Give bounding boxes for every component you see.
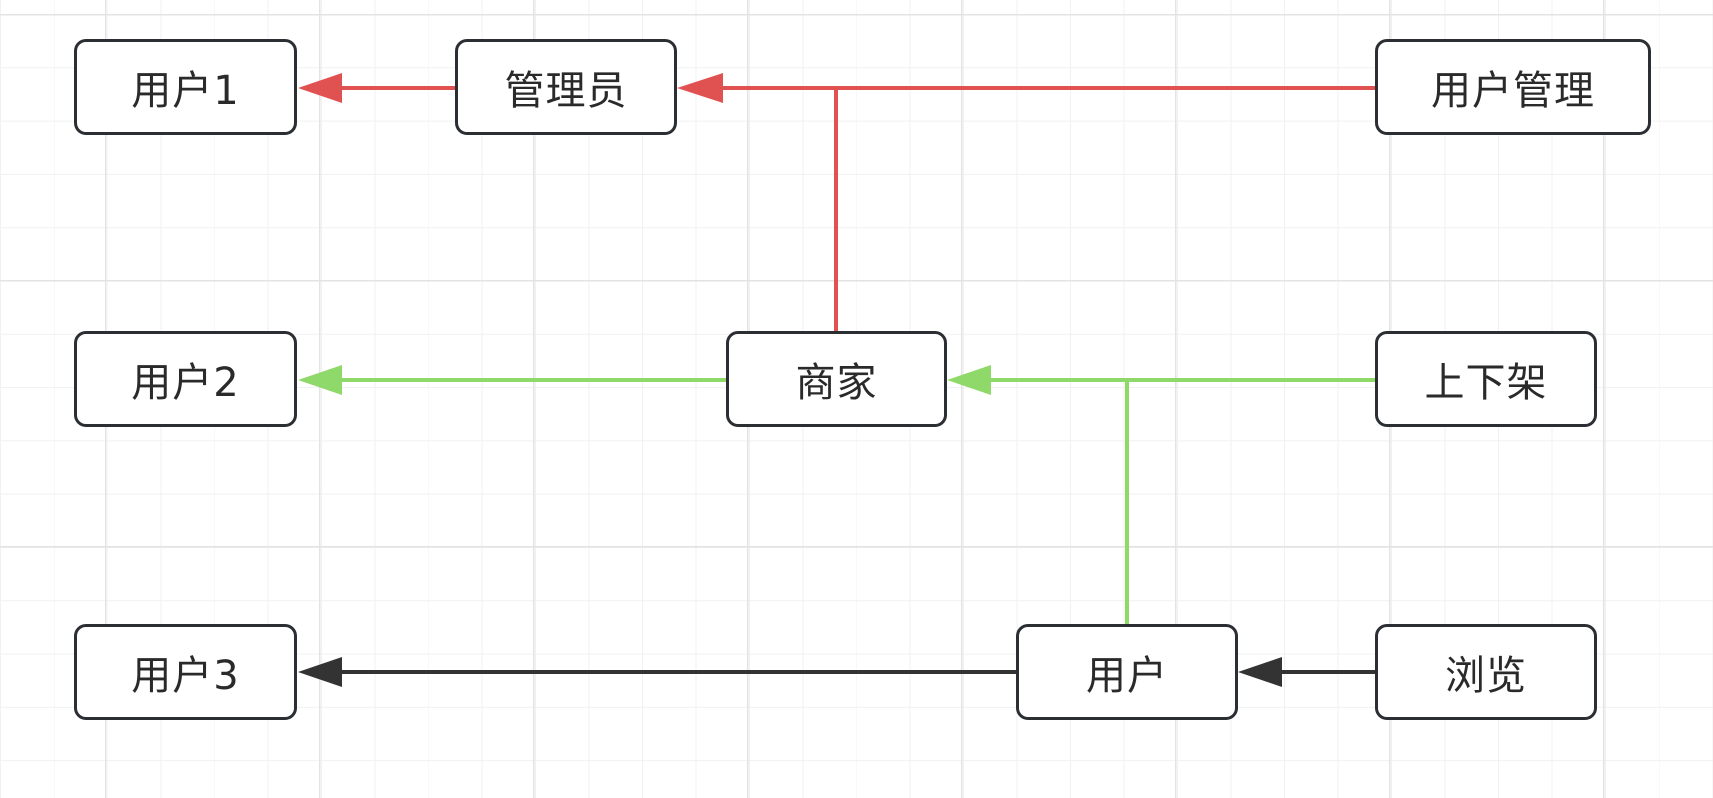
node-label: 用户2 [131, 360, 240, 406]
node-listing[interactable]: 上下架 [1375, 331, 1597, 427]
node-label: 商家 [795, 360, 878, 406]
node-label: 浏览 [1445, 653, 1527, 699]
arrowhead-admin [677, 73, 723, 103]
node-label: 管理员 [504, 68, 628, 114]
node-user-management[interactable]: 用户管理 [1375, 39, 1651, 135]
node-user3[interactable]: 用户3 [74, 624, 297, 720]
node-label: 用户3 [131, 653, 240, 699]
node-admin[interactable]: 管理员 [455, 39, 677, 135]
node-label: 用户管理 [1431, 68, 1595, 114]
arrowhead-user [1238, 657, 1282, 687]
node-user2[interactable]: 用户2 [74, 331, 297, 427]
arrowhead-user3 [298, 657, 342, 687]
arrowhead-user1 [298, 73, 342, 103]
node-merchant[interactable]: 商家 [726, 331, 947, 427]
node-user[interactable]: 用户 [1016, 624, 1238, 720]
arrowhead-merchant [947, 365, 991, 395]
arrowhead-user2 [298, 365, 342, 395]
node-label: 用户1 [131, 68, 240, 114]
node-user1[interactable]: 用户1 [74, 39, 297, 135]
node-label: 用户 [1086, 653, 1168, 699]
node-label: 上下架 [1424, 360, 1548, 406]
node-browse[interactable]: 浏览 [1375, 624, 1597, 720]
